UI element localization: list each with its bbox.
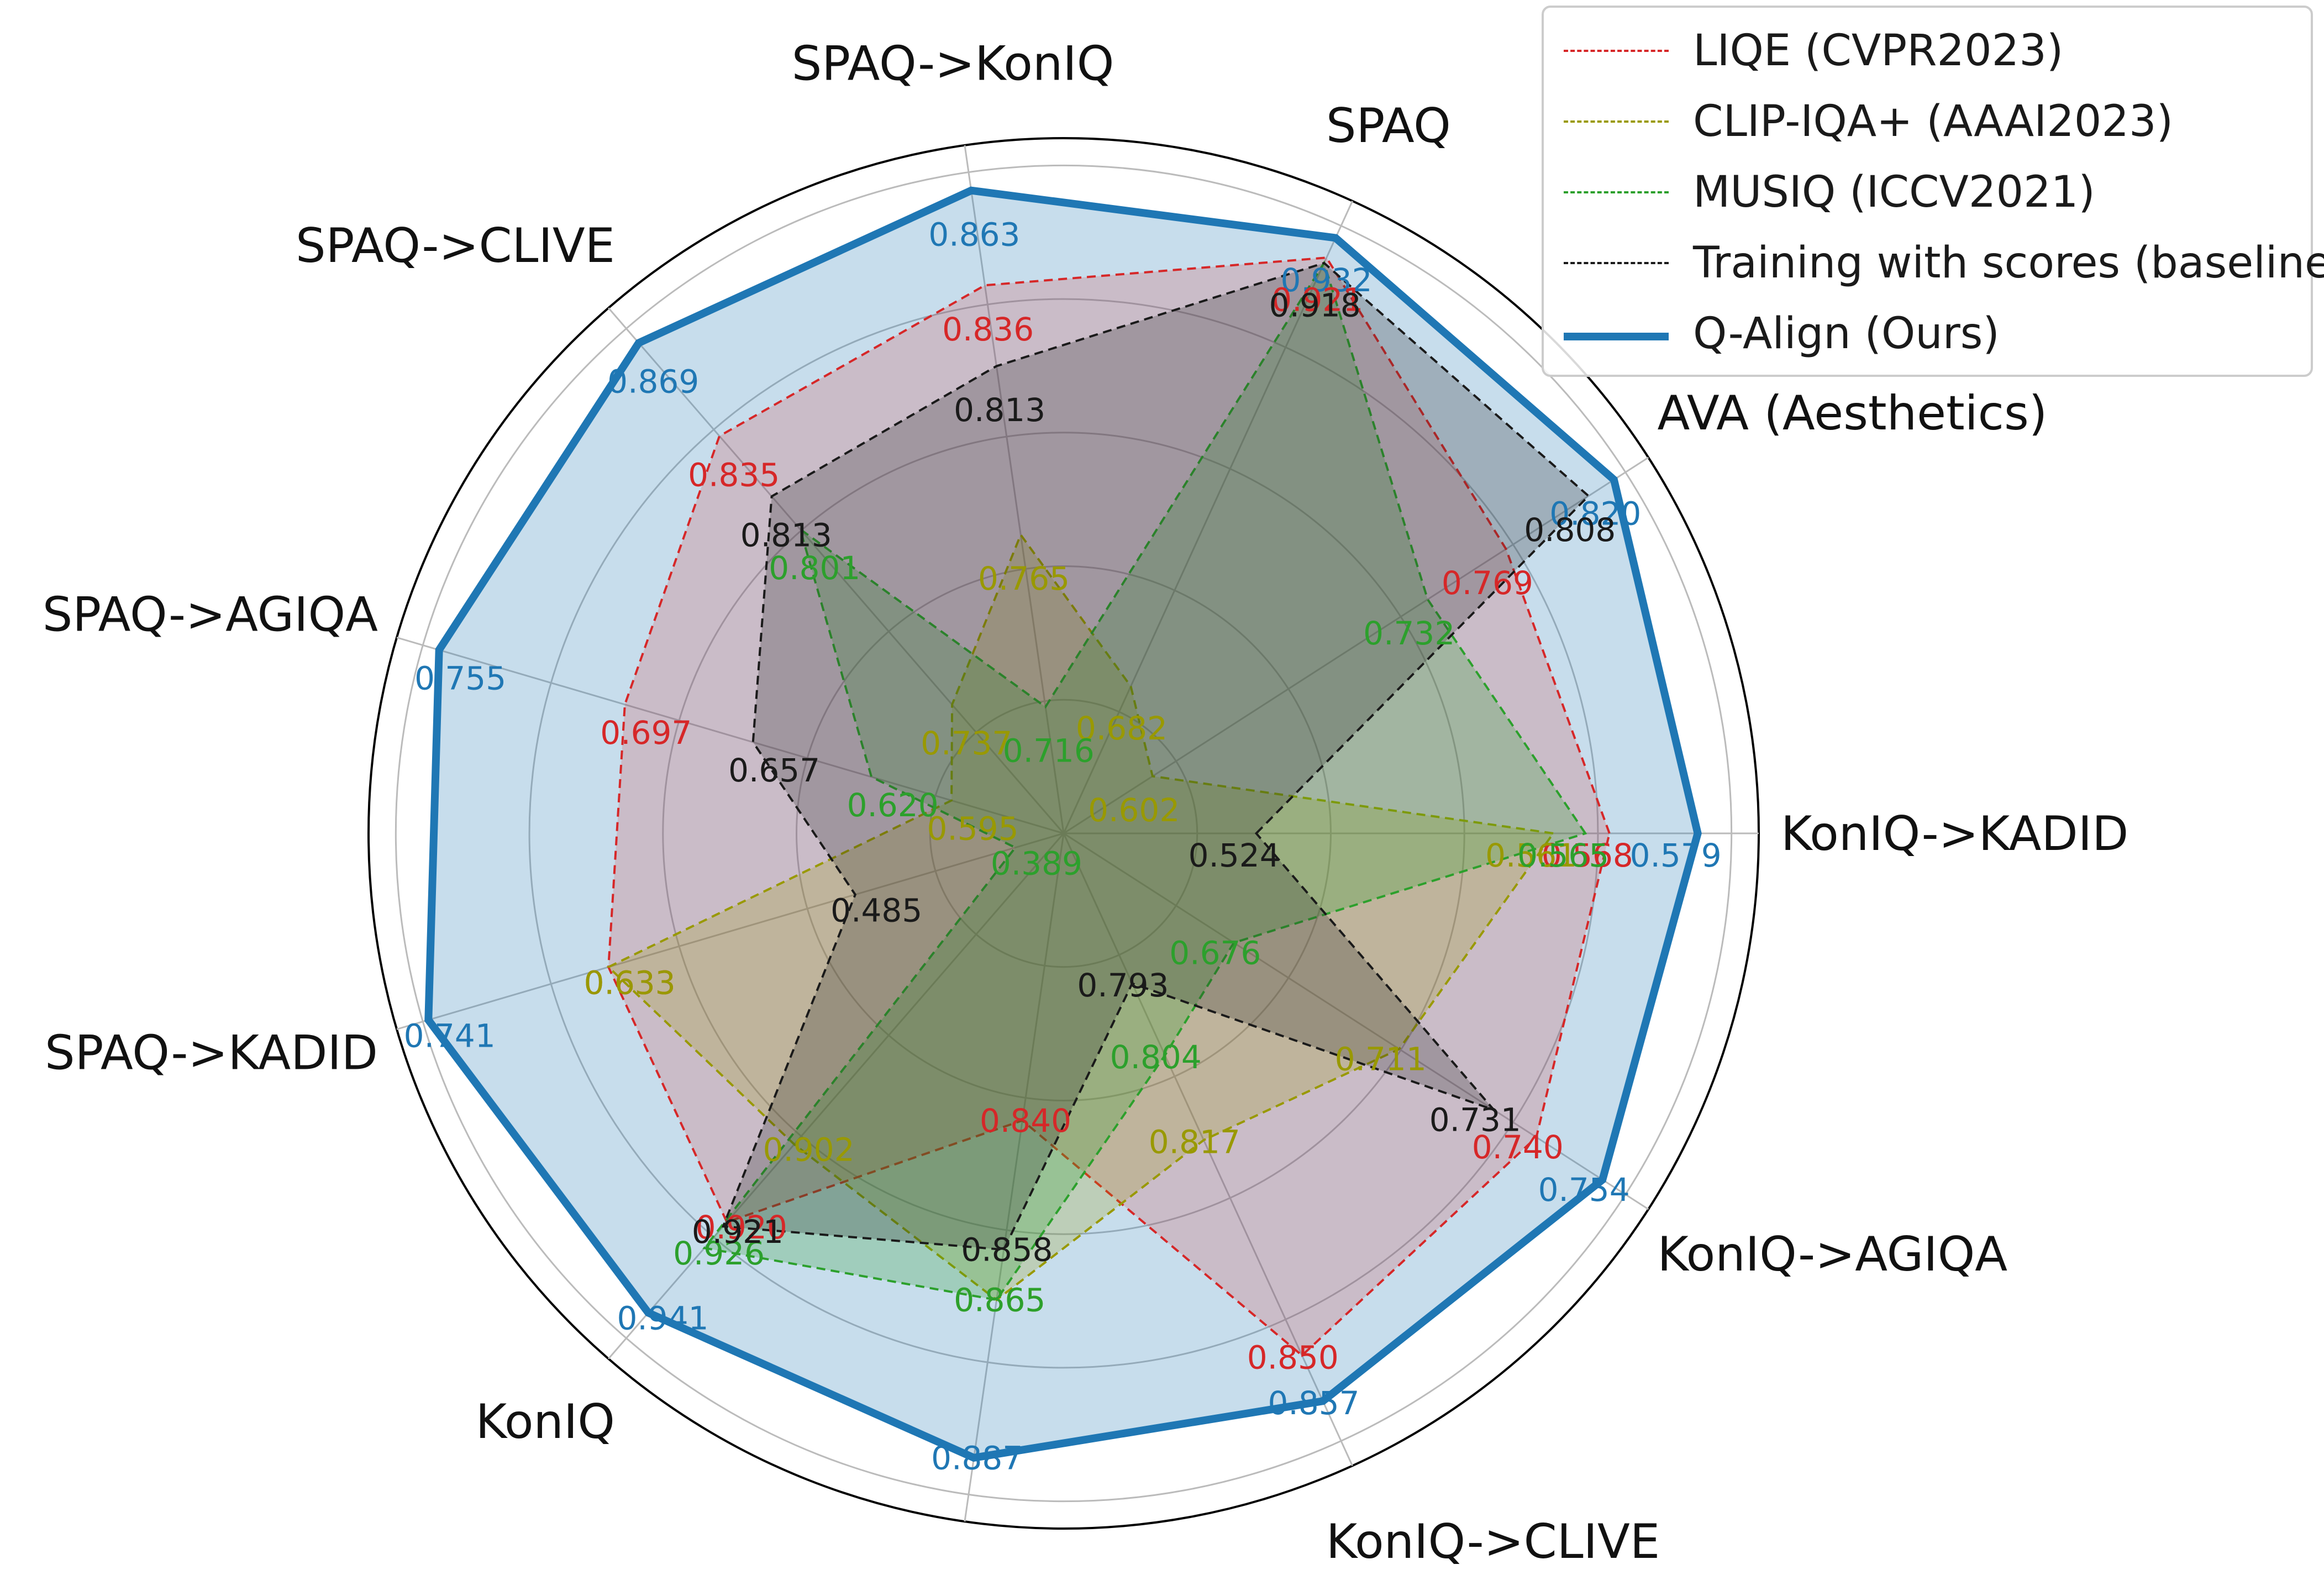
data-label: 0.732 — [1363, 615, 1455, 652]
legend-swatch — [1564, 262, 1669, 264]
axis-label: SPAQ->KonIQ — [792, 36, 1114, 91]
data-label: 0.941 — [617, 1299, 708, 1337]
data-label: 0.836 — [942, 311, 1034, 348]
data-label: 0.657 — [728, 752, 820, 789]
data-label: 0.565 — [1517, 837, 1609, 874]
data-label: 0.865 — [954, 1282, 1045, 1319]
data-label: 0.731 — [1429, 1101, 1521, 1139]
grid-spoke — [608, 833, 1065, 1359]
legend-label: LIQE (CVPR2023) — [1693, 26, 2064, 76]
axis-label: AVA (Aesthetics) — [1658, 386, 2048, 441]
data-label: 0.633 — [584, 964, 676, 1002]
legend-label: MUSIQ (ICCV2021) — [1693, 167, 2095, 217]
axis-label: KonIQ — [476, 1394, 615, 1450]
data-label: 0.820 — [1549, 495, 1641, 533]
data-label: 0.595 — [927, 810, 1018, 848]
grid-spoke — [1063, 201, 1353, 834]
axis-label: SPAQ — [1326, 98, 1451, 154]
data-label: 0.485 — [830, 892, 922, 930]
data-label: 0.765 — [978, 560, 1070, 597]
legend-swatch — [1564, 120, 1669, 123]
legend-label: CLIP-IQA+ (AAAI2023) — [1693, 97, 2174, 146]
series-polygon-3 — [721, 261, 1590, 1251]
grid-spoke — [1063, 832, 1649, 1210]
legend-item: LIQE (CVPR2023) — [1544, 15, 2311, 86]
data-label: 0.808 — [1524, 511, 1616, 549]
grid-spoke — [964, 145, 1065, 834]
data-label: 0.926 — [673, 1235, 765, 1272]
legend-item: Training with scores (baseline) — [1544, 228, 2324, 298]
data-label: 0.921 — [1271, 281, 1363, 319]
grid-spoke — [396, 832, 1064, 1030]
data-label: 0.561 — [1485, 837, 1577, 874]
data-label: 0.740 — [1472, 1128, 1564, 1166]
data-label: 0.918 — [1269, 286, 1361, 324]
data-label: 0.840 — [980, 1102, 1071, 1140]
data-label: 0.804 — [1110, 1038, 1202, 1076]
grid-spoke — [608, 307, 1065, 834]
data-label: 0.850 — [1247, 1338, 1339, 1376]
legend-item: CLIP-IQA+ (AAAI2023) — [1544, 86, 2311, 157]
data-label: 0.920 — [696, 1209, 787, 1246]
data-label: 0.389 — [991, 844, 1082, 882]
data-label: 0.716 — [1003, 732, 1095, 770]
data-label: 0.835 — [688, 456, 780, 494]
data-label: 0.857 — [1268, 1384, 1359, 1422]
grid-spoke — [1063, 456, 1649, 834]
legend-label: Q-Align (Ours) — [1693, 309, 2000, 359]
data-label: 0.863 — [928, 216, 1020, 253]
data-label: 0.755 — [414, 659, 506, 697]
legend-item: Q-Align (Ours) — [1544, 298, 2311, 369]
data-label: 0.602 — [1088, 791, 1180, 829]
axis-label: SPAQ->KADID — [45, 1026, 378, 1081]
legend-swatch — [1564, 50, 1669, 52]
chart-legend: LIQE (CVPR2023) CLIP-IQA+ (AAAI2023) MUSIQ… — [1542, 6, 2324, 377]
data-label: 0.754 — [1538, 1171, 1630, 1209]
axis-label: KonIQ->CLIVE — [1326, 1514, 1660, 1569]
data-label: 0.633 — [584, 964, 676, 1002]
grid-spoke — [964, 833, 1065, 1522]
data-label: 0.918 — [1269, 286, 1361, 324]
grid-spoke — [1063, 833, 1353, 1466]
data-label: 0.524 — [1189, 837, 1280, 874]
data-label: 0.682 — [1076, 710, 1168, 747]
series-polygon-1 — [606, 532, 1555, 1301]
data-label: 0.932 — [1280, 261, 1372, 299]
data-label: 0.817 — [1149, 1124, 1240, 1161]
data-label: 0.620 — [847, 786, 939, 824]
legend-swatch — [1564, 191, 1669, 193]
data-label: 0.697 — [600, 714, 692, 752]
data-label: 0.921 — [692, 1213, 784, 1251]
data-label: 0.801 — [769, 549, 860, 587]
data-label: 0.887 — [931, 1439, 1023, 1477]
data-label: 0.813 — [740, 516, 832, 554]
data-label: 0.865 — [954, 1282, 1045, 1319]
series-polygon-0 — [607, 256, 1611, 1357]
data-label: 0.579 — [1630, 837, 1722, 874]
data-label: 0.902 — [763, 1131, 855, 1169]
axis-label: SPAQ->AGIQA — [43, 587, 378, 642]
series-polygon-4 — [424, 186, 1702, 1462]
series-polygon-2 — [702, 260, 1587, 1301]
axis-label: KonIQ->AGIQA — [1658, 1227, 2008, 1282]
data-label: 0.676 — [1169, 934, 1261, 972]
data-label: 0.769 — [1442, 564, 1533, 602]
legend-item: MUSIQ (ICCV2021) — [1544, 157, 2311, 228]
data-label: 0.858 — [961, 1231, 1053, 1269]
legend-swatch — [1564, 333, 1669, 340]
data-label: 0.737 — [921, 725, 1012, 762]
axis-label: KonIQ->KADID — [1781, 806, 2128, 862]
legend-label: Training with scores (baseline) — [1693, 238, 2324, 288]
data-label: 0.813 — [954, 391, 1045, 429]
data-label: 0.869 — [607, 363, 699, 401]
data-label: 0.711 — [1335, 1041, 1427, 1078]
data-label: 0.568 — [1542, 837, 1633, 874]
axis-label: SPAQ->CLIVE — [296, 218, 615, 274]
data-label: 0.741 — [404, 1017, 496, 1054]
data-label: 0.793 — [1077, 967, 1169, 1004]
